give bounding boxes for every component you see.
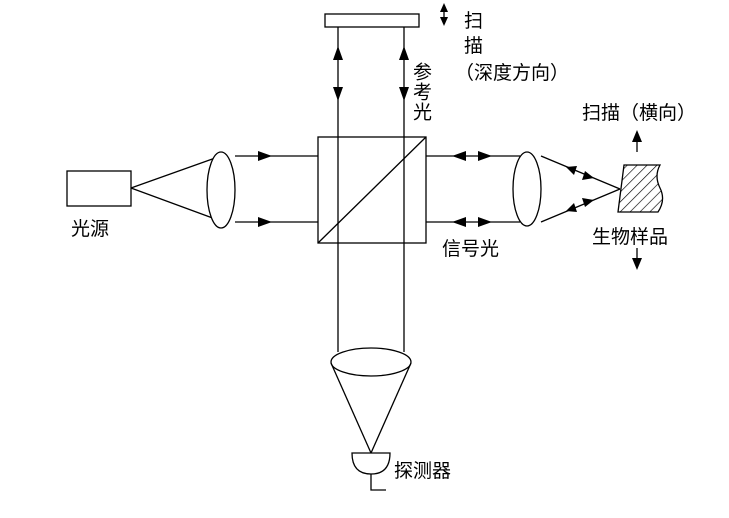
arrowhead-up: [632, 130, 642, 142]
scan-depth-char-2: 描: [464, 35, 483, 57]
detection-lens: [330, 347, 412, 377]
arrowhead-focus: [582, 171, 594, 180]
arrowhead-focus: [566, 203, 577, 212]
arrowhead-right: [258, 151, 272, 161]
arrowhead-right: [478, 151, 492, 161]
detector-lead: [370, 474, 386, 491]
beam-detect-right: [370, 362, 412, 454]
arrowhead-down: [333, 87, 343, 101]
scan-depth-char-1: 扫: [464, 10, 483, 32]
sample-label: 生物样品: [592, 226, 668, 248]
arrowhead-right: [478, 217, 492, 227]
beam-detect-left: [330, 362, 372, 454]
arrowhead-up: [440, 3, 448, 12]
beam-focus-lower: [540, 188, 621, 223]
arrowhead-down: [399, 87, 409, 101]
arrowhead-left: [452, 217, 466, 227]
signal-light-label: 信号光: [442, 238, 499, 260]
beam-source-upper: [130, 156, 219, 189]
scan-depth-direction: （深度方向）: [455, 62, 569, 84]
light-source-box: [66, 170, 132, 207]
arrowhead-focus: [566, 166, 577, 175]
arrowhead-left: [452, 151, 466, 161]
arrowhead-focus: [582, 198, 594, 207]
beam-splitter: [317, 136, 427, 244]
lateral-scan-label: 扫描（横向）: [582, 102, 696, 124]
beam-splitter-diagonal: [317, 136, 427, 244]
beam-focus-upper: [540, 155, 621, 190]
arrowhead-down: [632, 258, 642, 270]
biological-sample: [617, 164, 664, 213]
detector: [351, 452, 391, 475]
light-source-label: 光源: [71, 218, 109, 240]
collimating-lens: [206, 151, 236, 229]
reference-light-label: 参考光: [410, 62, 432, 122]
arrowhead-up: [333, 46, 343, 60]
reference-mirror: [324, 13, 420, 28]
arrowhead-right: [258, 217, 272, 227]
sample-lens: [512, 151, 542, 227]
arrowhead-up: [399, 46, 409, 60]
detector-label: 探测器: [394, 460, 451, 482]
beam-source-lower: [130, 187, 219, 221]
